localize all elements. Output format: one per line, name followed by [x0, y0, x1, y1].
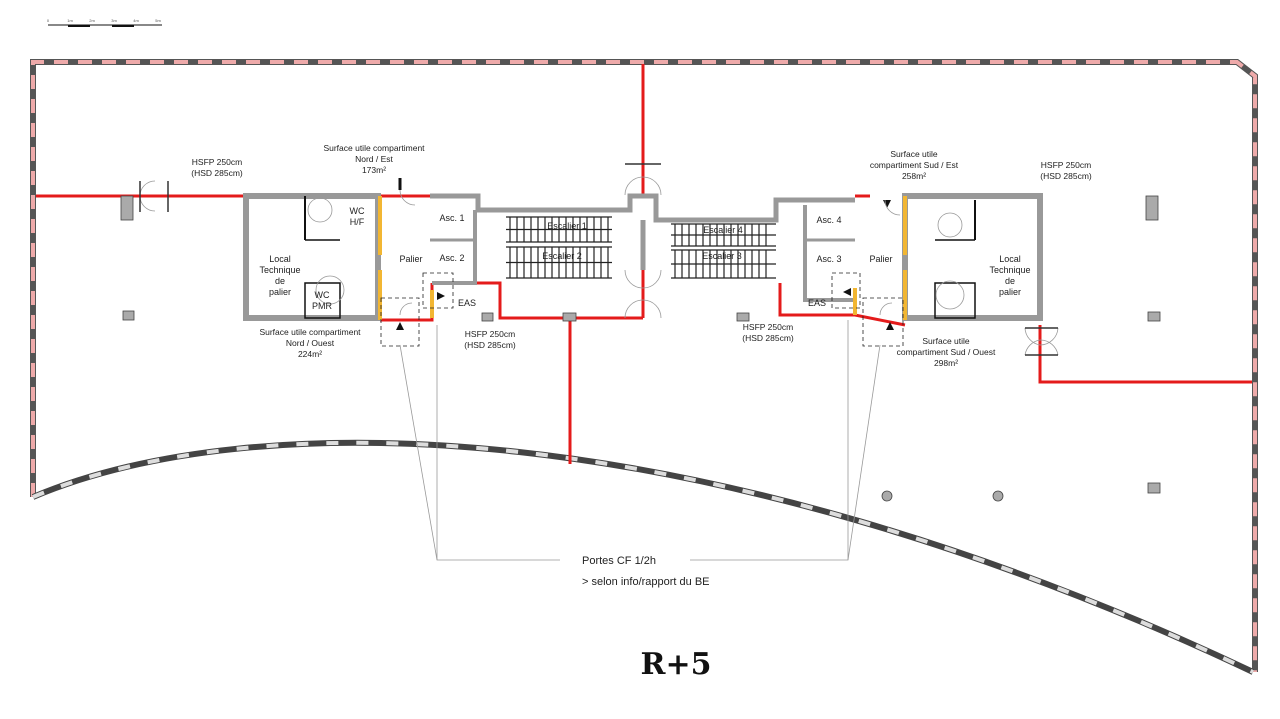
- scale-bar: 0 1m 2m 3m 4m 5m: [47, 18, 162, 27]
- compartment-sud-est: Surface utile compartiment Sud / Est 258…: [870, 149, 959, 181]
- svg-text:(HSD 285cm): (HSD 285cm): [742, 333, 794, 343]
- room-eas-right: EAS: [808, 298, 826, 308]
- compartment-nord-ouest: Surface utile compartiment Nord / Ouest …: [259, 327, 361, 359]
- svg-text:Technique: Technique: [259, 265, 300, 275]
- svg-text:Portes CF 1/2h: Portes CF 1/2h: [582, 555, 656, 567]
- svg-text:Technique: Technique: [989, 265, 1030, 275]
- svg-text:de: de: [275, 276, 285, 286]
- height-label-center-right: HSFP 250cm (HSD 285cm): [742, 322, 794, 343]
- room-escalier-1: Escalier 1: [547, 221, 587, 231]
- svg-text:0: 0: [47, 18, 50, 23]
- svg-text:(HSD 285cm): (HSD 285cm): [464, 340, 516, 350]
- room-palier-left: Palier: [399, 254, 422, 264]
- svg-text:HSFP 250cm: HSFP 250cm: [743, 322, 793, 332]
- room-palier-right: Palier: [869, 254, 892, 264]
- svg-text:Local: Local: [269, 254, 291, 264]
- compartment-nord-est: Surface utile compartiment Nord / Est 17…: [323, 143, 425, 175]
- svg-text:compartiment Sud / Est: compartiment Sud / Est: [870, 160, 959, 170]
- svg-text:258m²: 258m²: [902, 171, 926, 181]
- svg-text:HSFP 250cm: HSFP 250cm: [1041, 160, 1091, 170]
- svg-text:4m: 4m: [133, 18, 139, 23]
- svg-text:5m: 5m: [155, 18, 161, 23]
- fire-door-note: Portes CF 1/2h > selon info/rapport du B…: [582, 555, 710, 588]
- svg-text:HSFP 250cm: HSFP 250cm: [465, 329, 515, 339]
- leader-lines: [399, 320, 881, 561]
- svg-text:Local: Local: [999, 254, 1021, 264]
- svg-text:Surface utile compartiment: Surface utile compartiment: [259, 327, 361, 337]
- svg-text:WC: WC: [315, 290, 330, 300]
- compartment-sud-ouest: Surface utile compartiment Sud / Ouest 2…: [897, 336, 996, 368]
- room-asc-1: Asc. 1: [439, 213, 464, 223]
- svg-text:1m: 1m: [67, 18, 73, 23]
- room-asc-3: Asc. 3: [816, 254, 841, 264]
- svg-text:WC: WC: [350, 206, 365, 216]
- room-asc-4: Asc. 4: [816, 215, 841, 225]
- svg-text:Nord / Est: Nord / Est: [355, 154, 393, 164]
- floor-title: R+5: [641, 647, 712, 682]
- svg-text:224m²: 224m²: [298, 349, 322, 359]
- svg-text:3m: 3m: [111, 18, 117, 23]
- svg-text:Surface utile: Surface utile: [890, 149, 938, 159]
- svg-text:H/F: H/F: [350, 217, 365, 227]
- svg-text:(HSD 285cm): (HSD 285cm): [191, 168, 243, 178]
- columns: [120, 195, 1161, 502]
- room-wc-pmr: WC PMR: [312, 290, 333, 311]
- svg-text:PMR: PMR: [312, 301, 333, 311]
- room-escalier-2: Escalier 2: [542, 251, 582, 261]
- room-eas-left: EAS: [458, 298, 476, 308]
- room-wc-hf: WC H/F: [350, 206, 365, 227]
- fire-doors: [378, 196, 907, 320]
- height-label-left: HSFP 250cm (HSD 285cm): [191, 157, 243, 178]
- svg-text:palier: palier: [999, 287, 1021, 297]
- room-local-technique-right: Local Technique de palier: [989, 254, 1030, 297]
- height-label-center-left: HSFP 250cm (HSD 285cm): [464, 329, 516, 350]
- room-escalier-4: Escalier 4: [703, 225, 743, 235]
- svg-text:de: de: [1005, 276, 1015, 286]
- svg-text:palier: palier: [269, 287, 291, 297]
- svg-text:HSFP 250cm: HSFP 250cm: [192, 157, 242, 167]
- svg-text:2m: 2m: [89, 18, 95, 23]
- svg-text:compartiment Sud / Ouest: compartiment Sud / Ouest: [897, 347, 996, 357]
- svg-text:(HSD 285cm): (HSD 285cm): [1040, 171, 1092, 181]
- svg-text:Surface utile: Surface utile: [922, 336, 970, 346]
- stairs: [506, 216, 776, 279]
- room-local-technique-left: Local Technique de palier: [259, 254, 300, 297]
- room-asc-2: Asc. 2: [439, 253, 464, 263]
- svg-text:173m²: 173m²: [362, 165, 386, 175]
- svg-text:> selon info/rapport du BE: > selon info/rapport du BE: [582, 576, 710, 588]
- svg-text:Nord / Ouest: Nord / Ouest: [286, 338, 335, 348]
- door-swings: [139, 163, 1059, 356]
- height-label-right: HSFP 250cm (HSD 285cm): [1040, 160, 1092, 181]
- core-walls: [243, 193, 1043, 321]
- outer-walls: [30, 59, 1258, 675]
- svg-text:Surface utile compartiment: Surface utile compartiment: [323, 143, 425, 153]
- room-escalier-3: Escalier 3: [702, 251, 742, 261]
- svg-text:298m²: 298m²: [934, 358, 958, 368]
